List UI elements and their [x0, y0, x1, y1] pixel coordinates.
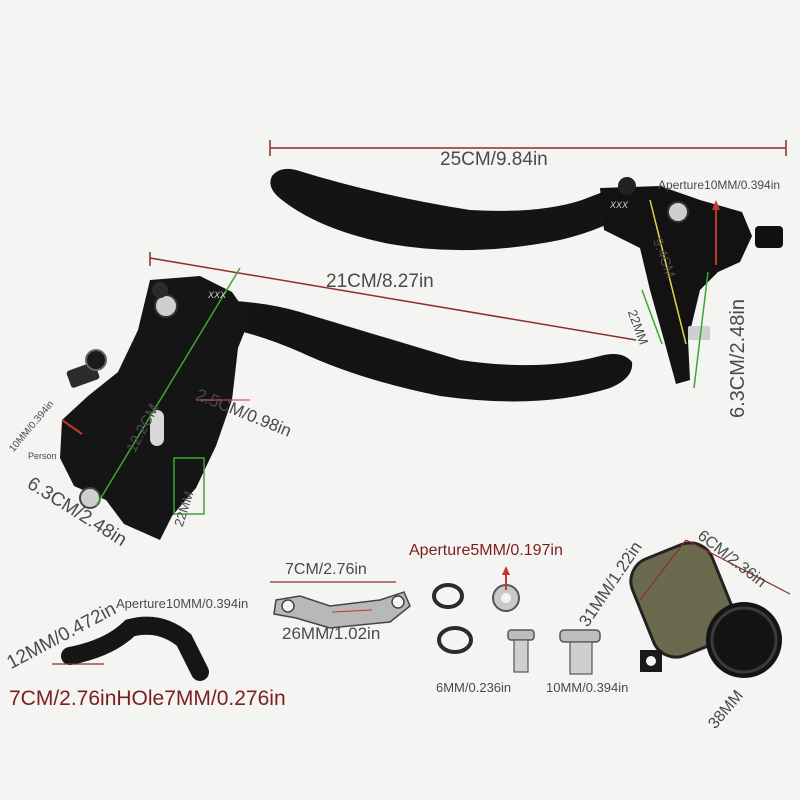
- top-lever-pivot-bolt: [667, 201, 689, 223]
- reservoir-cap: [706, 602, 782, 678]
- mirror-bracket: [270, 581, 411, 629]
- hose-clip-top: [432, 583, 464, 609]
- hose-clip-bottom: [437, 626, 473, 654]
- left-lever-pivot-bolt: [154, 294, 178, 318]
- svg-text:XXX: XXX: [609, 200, 629, 210]
- screw-large-shaft: [569, 641, 593, 675]
- hose-length-hole-label: 7CM/2.76inHOle7MM/0.276in: [9, 687, 286, 710]
- top-lever-adjuster-knob: [618, 177, 636, 195]
- hose-clips: [432, 566, 520, 654]
- screw-6mm-label: 6MM/0.236in: [436, 680, 512, 695]
- left-lever-assembly: XXX: [60, 252, 637, 540]
- left-lever-blade: [205, 300, 633, 402]
- screw-small-head: [507, 629, 535, 641]
- screws: [507, 629, 601, 675]
- bracket-aperture-label: Aperture10MM/0.394in: [116, 596, 249, 611]
- top-height-label: 6.3CM/2.48in: [727, 299, 749, 418]
- top-lever-assembly: XXX: [269, 140, 787, 389]
- brake-hose: [52, 616, 209, 681]
- left-lever-sight-window: [150, 410, 164, 446]
- screw-small-shaft: [513, 639, 529, 673]
- top-lever-length-label: 25CM/9.84in: [440, 149, 548, 170]
- bracket-plate: [273, 591, 411, 629]
- screw-large-head: [559, 629, 601, 643]
- left-person-label: Person: [28, 451, 57, 461]
- top-lever-blade: [270, 168, 640, 251]
- clip-aperture-label: Aperture5MM/0.197in: [409, 542, 563, 559]
- bracket-26mm-label: 26MM/1.02in: [282, 624, 381, 643]
- top-lever-clamp-end: [755, 226, 783, 248]
- top-lever-banjo: [688, 326, 710, 340]
- top-aperture-label: Aperture10MM/0.394in: [658, 178, 781, 192]
- top-lever-master-cylinder: [600, 186, 752, 384]
- screw-10mm-label: 10MM/0.394in: [546, 680, 629, 695]
- svg-text:XXX: XXX: [207, 290, 227, 300]
- left-lever-dimension-line: [149, 257, 637, 341]
- bracket-7cm-label: 7CM/2.76in: [285, 561, 367, 578]
- mid-lever-length-label: 21CM/8.27in: [326, 271, 434, 292]
- fluid-reservoir: [629, 539, 791, 678]
